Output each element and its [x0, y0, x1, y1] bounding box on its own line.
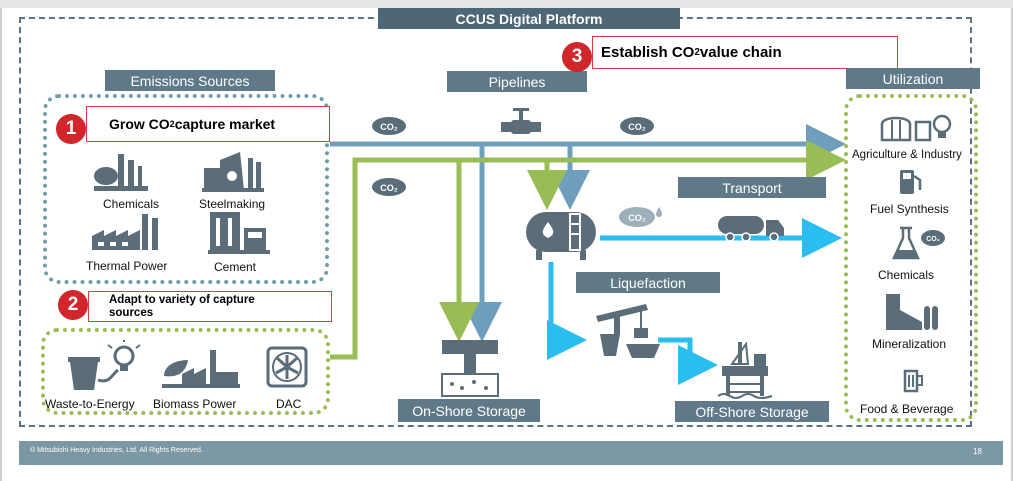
- page-number: 18: [973, 447, 982, 456]
- emissions-sources-label: Emissions Sources: [105, 70, 275, 91]
- utilization-agriculture-industry: Agriculture & Industry: [852, 149, 962, 161]
- agriculture-greenhouse-icon: [880, 114, 952, 142]
- svg-text:CO₂: CO₂: [380, 183, 398, 193]
- liquefaction-label: Liquefaction: [576, 272, 720, 293]
- goal-3-sub: 2: [694, 47, 700, 58]
- footer-bar: [19, 441, 1003, 465]
- chemicals-flask-icon: CO₂: [892, 226, 945, 260]
- goal-3-text-post: value chain: [699, 44, 782, 61]
- co2-cloud-icon: CO₂: [620, 117, 654, 135]
- pipelines-label: Pipelines: [447, 71, 587, 92]
- svg-text:CO₂: CO₂: [628, 122, 646, 132]
- goal-2-badge: 2: [58, 290, 88, 320]
- svg-text:CO₂: CO₂: [380, 122, 398, 132]
- co2-cloud-icon: CO₂: [372, 178, 406, 196]
- goal-2-box: Adapt to variety of capture sources: [88, 291, 332, 322]
- utilization-group: [844, 94, 978, 422]
- beverage-glass-icon: [903, 369, 923, 393]
- source-chemicals: Chemicals: [103, 197, 160, 211]
- goal-1-text-post: capture market: [174, 116, 276, 132]
- utilization-label: Utilization: [846, 68, 980, 89]
- top-bar: [0, 0, 1013, 8]
- port-crane-ship-icon: [596, 304, 660, 358]
- utilization-fuel-synthesis: Fuel Synthesis: [870, 202, 949, 216]
- steelmaking-icon: [202, 152, 264, 192]
- goal-1-sub: 2: [169, 119, 175, 129]
- utilization-chemicals: Chemicals: [878, 268, 935, 282]
- platform-title: CCUS Digital Platform: [378, 8, 680, 29]
- mineralization-plant-icon: [886, 294, 938, 330]
- pipeline-valve-icon: [501, 108, 541, 134]
- offshore-storage-label: Off-Shore Storage: [675, 401, 829, 422]
- utilization-mineralization: Mineralization: [872, 337, 947, 351]
- footer-copyright: © Mitsubishi Heavy Industries, Ltd. All …: [30, 447, 203, 454]
- left-border: [0, 8, 2, 481]
- utilization-food-beverage: Food & Beverage: [860, 402, 954, 416]
- other-sources-group: [41, 328, 330, 415]
- goal-1-text-pre: Grow CO: [109, 116, 170, 132]
- source-steelmaking: Steelmaking: [199, 197, 266, 211]
- onshore-storage-icon: [441, 340, 499, 397]
- cyan-ship-flow: [658, 337, 718, 385]
- chemicals-plant-icon: [94, 154, 148, 191]
- offshore-platform-icon: [717, 341, 773, 399]
- dac-fan-icon: [266, 346, 308, 388]
- fuel-pump-icon: [900, 170, 922, 194]
- transport-label: Transport: [678, 177, 826, 198]
- goal-3-text-pre: Establish CO: [601, 44, 695, 61]
- right-border: [1011, 8, 1013, 481]
- goal-3-badge: 3: [562, 42, 592, 72]
- source-biomass-power: Biomass Power: [153, 397, 237, 411]
- co2-tank-icon: [526, 212, 596, 260]
- source-waste-to-energy: Waste-to-Energy: [45, 397, 135, 411]
- biomass-power-icon: [162, 350, 240, 388]
- co2-cloud-icon: CO₂: [372, 117, 406, 135]
- source-dac: DAC: [276, 397, 302, 411]
- onshore-storage-label: On-Shore Storage: [398, 399, 540, 422]
- cyan-liquefaction-flow: [547, 262, 587, 360]
- tanker-truck-icon: [718, 216, 784, 242]
- source-thermal-power: Thermal Power: [86, 259, 168, 273]
- green-source-flow: [330, 140, 846, 360]
- thermal-power-icon: [92, 214, 158, 250]
- goal-1-badge: 1: [56, 114, 86, 144]
- cement-plant-icon: [208, 212, 270, 254]
- emissions-sources-group: [43, 94, 329, 284]
- co2-gas-cloud-icon: CO₂: [619, 207, 662, 227]
- svg-text:CO₂: CO₂: [628, 213, 646, 223]
- source-cement: Cement: [214, 260, 257, 274]
- svg-text:CO₂: CO₂: [926, 236, 940, 243]
- waste-to-energy-icon: [68, 340, 141, 390]
